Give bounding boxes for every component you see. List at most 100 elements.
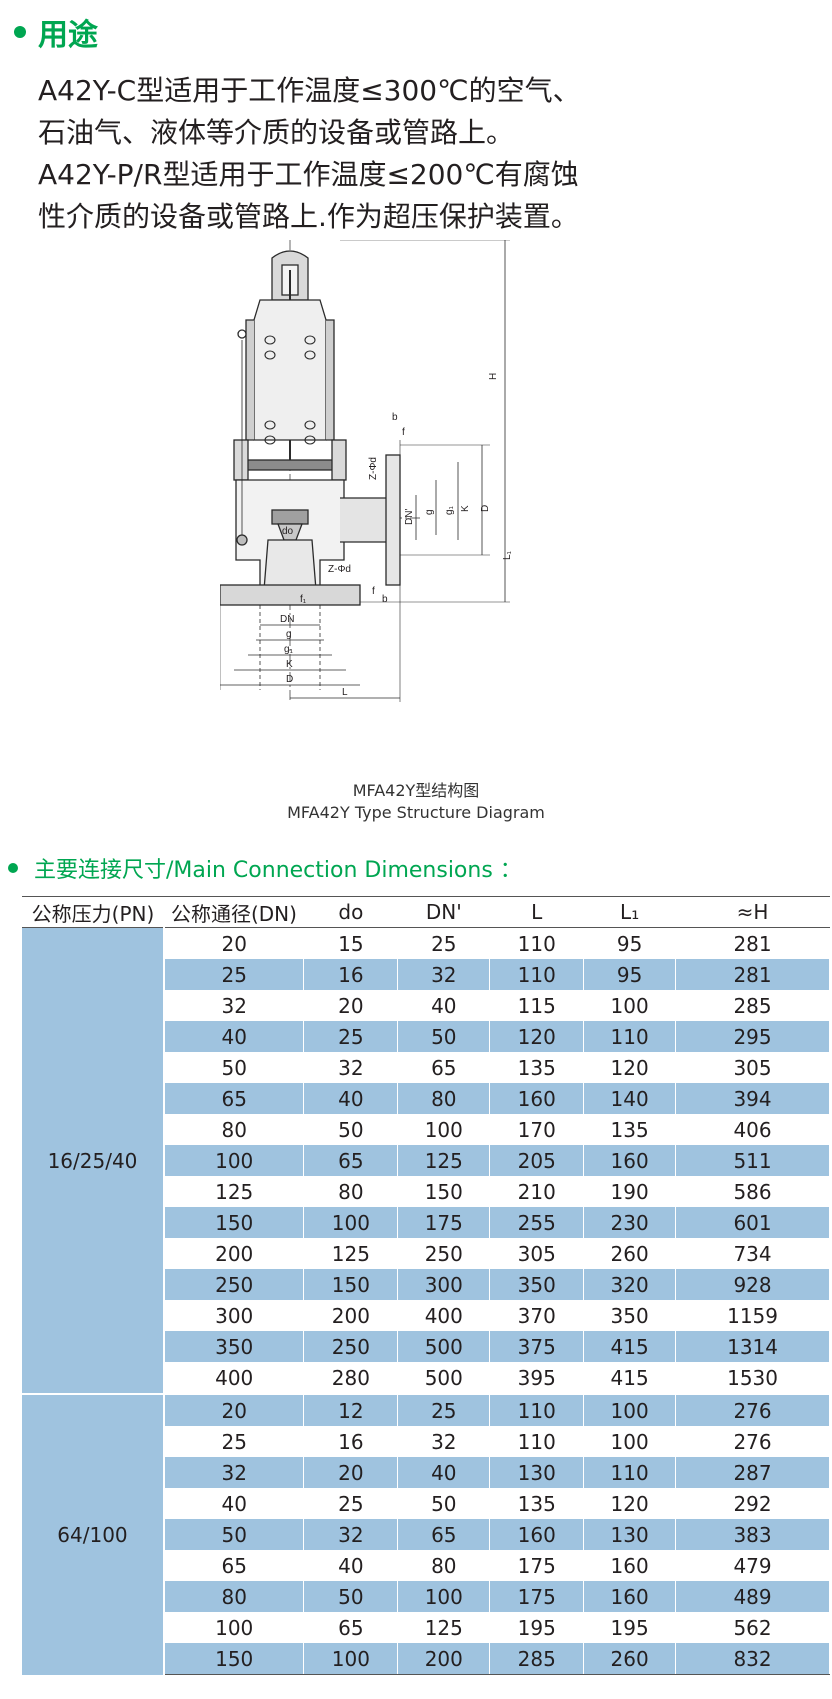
h-cell: 287 bbox=[675, 1457, 830, 1488]
section-title-dimensions: 主要连接尺寸/Main Connection Dimensions ： bbox=[34, 858, 522, 883]
dim-label-K-bottom: K bbox=[286, 659, 293, 670]
dim-label-dn-prime: DN' bbox=[404, 509, 415, 525]
do-cell: 16 bbox=[303, 959, 399, 990]
l-cell: 395 bbox=[489, 1362, 585, 1394]
col-header-do: do bbox=[303, 896, 398, 928]
valve-structure-diagram: H b f Z-Φd DN' g g₁ K D L₁ do Z-Φd f b f… bbox=[220, 240, 513, 702]
dn-prime-cell: 400 bbox=[397, 1300, 491, 1331]
h-cell: 562 bbox=[675, 1612, 830, 1643]
l1-cell: 350 bbox=[583, 1300, 677, 1331]
dn-prime-cell: 65 bbox=[397, 1052, 491, 1083]
l-cell: 305 bbox=[489, 1238, 585, 1269]
l1-cell: 160 bbox=[583, 1550, 677, 1581]
dim-label-D: D bbox=[480, 505, 491, 512]
dn-prime-cell: 500 bbox=[397, 1331, 491, 1362]
dn-cell: 65 bbox=[163, 1550, 305, 1581]
do-cell: 16 bbox=[303, 1426, 399, 1457]
dim-label-f: f bbox=[402, 427, 405, 438]
do-cell: 20 bbox=[303, 1457, 399, 1488]
dn-cell: 32 bbox=[163, 990, 305, 1021]
h-cell: 601 bbox=[675, 1207, 830, 1238]
dn-cell: 50 bbox=[163, 1519, 305, 1550]
l-cell: 110 bbox=[489, 1426, 585, 1457]
dn-cell: 50 bbox=[163, 1052, 305, 1083]
h-cell: 1530 bbox=[675, 1362, 830, 1394]
dn-prime-cell: 50 bbox=[397, 1021, 491, 1052]
dim-label-K: K bbox=[460, 505, 471, 512]
l-cell: 160 bbox=[489, 1083, 585, 1114]
h-cell: 305 bbox=[675, 1052, 830, 1083]
h-cell: 928 bbox=[675, 1269, 830, 1300]
h-cell: 276 bbox=[675, 1426, 830, 1457]
do-cell: 125 bbox=[303, 1238, 399, 1269]
do-cell: 12 bbox=[303, 1393, 399, 1426]
do-cell: 280 bbox=[303, 1362, 399, 1394]
dim-label-L: L bbox=[342, 687, 348, 698]
h-cell: 394 bbox=[675, 1083, 830, 1114]
h-cell: 586 bbox=[675, 1176, 830, 1207]
l-cell: 110 bbox=[489, 927, 585, 959]
l1-cell: 230 bbox=[583, 1207, 677, 1238]
dimensions-table: 公称压力(PN) 公称通径(DN) do DN' L L₁ ≈H 16/25/4… bbox=[22, 896, 830, 1675]
do-cell: 40 bbox=[303, 1083, 399, 1114]
section-bullet bbox=[14, 26, 26, 38]
l1-cell: 260 bbox=[583, 1643, 677, 1675]
dn-cell: 100 bbox=[163, 1612, 305, 1643]
col-header-dn: 公称通径(DN) bbox=[163, 896, 304, 928]
do-cell: 15 bbox=[303, 927, 399, 959]
dim-label-g: g bbox=[424, 509, 435, 515]
l1-cell: 120 bbox=[583, 1488, 677, 1519]
dim-label-g1-bottom: g₁ bbox=[284, 644, 294, 655]
l1-cell: 100 bbox=[583, 1393, 677, 1426]
l-cell: 255 bbox=[489, 1207, 585, 1238]
table-header-row: 公称压力(PN) 公称通径(DN) do DN' L L₁ ≈H bbox=[22, 896, 830, 928]
dim-label-D-bottom: D bbox=[286, 674, 293, 685]
pressure-class-cell: 64/100 bbox=[22, 1393, 165, 1675]
l1-cell: 320 bbox=[583, 1269, 677, 1300]
l1-cell: 130 bbox=[583, 1519, 677, 1550]
dn-cell: 200 bbox=[163, 1238, 305, 1269]
dim-label-b-2: b bbox=[382, 594, 388, 605]
l1-cell: 95 bbox=[583, 959, 677, 990]
dn-cell: 400 bbox=[163, 1362, 305, 1394]
dn-prime-cell: 300 bbox=[397, 1269, 491, 1300]
dn-cell: 20 bbox=[163, 1393, 305, 1426]
usage-line: A42Y-P/R型适用于工作温度≤200℃有腐蚀 bbox=[38, 158, 579, 191]
dn-cell: 125 bbox=[163, 1176, 305, 1207]
l-cell: 175 bbox=[489, 1581, 585, 1612]
dn-prime-cell: 125 bbox=[397, 1612, 491, 1643]
l-cell: 110 bbox=[489, 959, 585, 990]
l-cell: 175 bbox=[489, 1550, 585, 1581]
l1-cell: 120 bbox=[583, 1052, 677, 1083]
col-header-pn: 公称压力(PN) bbox=[22, 896, 164, 928]
l1-cell: 415 bbox=[583, 1331, 677, 1362]
l1-cell: 100 bbox=[583, 990, 677, 1021]
l1-cell: 135 bbox=[583, 1114, 677, 1145]
dn-prime-cell: 125 bbox=[397, 1145, 491, 1176]
h-cell: 383 bbox=[675, 1519, 830, 1550]
dn-prime-cell: 25 bbox=[397, 927, 491, 959]
l-cell: 350 bbox=[489, 1269, 585, 1300]
dim-label-do: do bbox=[282, 526, 294, 537]
l-cell: 205 bbox=[489, 1145, 585, 1176]
h-cell: 832 bbox=[675, 1643, 830, 1675]
dim-label-L1: L₁ bbox=[502, 550, 513, 560]
usage-line: 石油气、液体等介质的设备或管路上。 bbox=[38, 116, 515, 149]
l1-cell: 110 bbox=[583, 1021, 677, 1052]
dn-cell: 250 bbox=[163, 1269, 305, 1300]
dn-prime-cell: 40 bbox=[397, 990, 491, 1021]
dn-prime-cell: 175 bbox=[397, 1207, 491, 1238]
dn-cell: 150 bbox=[163, 1643, 305, 1675]
dn-cell: 350 bbox=[163, 1331, 305, 1362]
dim-label-f-2: f bbox=[372, 586, 375, 597]
dim-label-DN: DN bbox=[280, 614, 294, 625]
